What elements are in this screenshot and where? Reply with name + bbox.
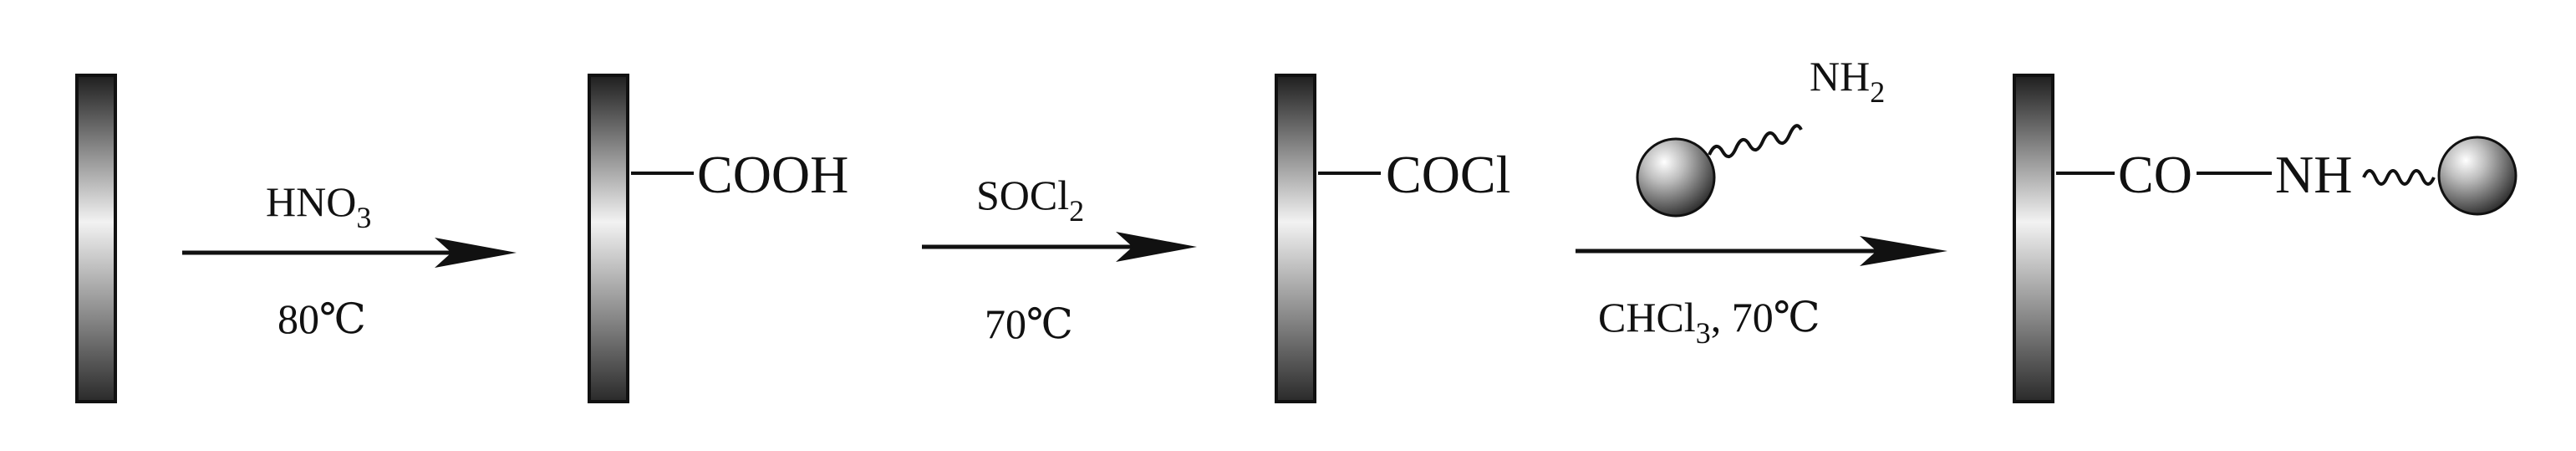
condition-label: 80℃ [277,295,366,342]
bead-icon [1636,137,1716,218]
wavy-linker-icon [2362,169,2436,186]
reagent-label: SOCl2 [976,172,1084,228]
substrate-plate-icon [75,74,117,403]
functional-group-label: NH [2275,145,2352,204]
reagent-label: HNO3 [266,178,371,234]
reagent-label: NH2 [1810,53,1885,109]
functional-group-label: CO [2118,145,2192,204]
reaction-arrow-icon [182,238,517,268]
substrate-plate-icon [588,74,629,403]
functional-group-label: COCl [1386,145,1510,204]
reaction-arrow-icon [922,232,1197,262]
reaction-arrow-icon [1576,236,1947,266]
condition-label: CHCl3, 70℃ [1598,294,1820,350]
condition-label: 70℃ [985,300,1073,347]
substrate-plate-icon [1275,74,1316,403]
functional-group-label: COOH [697,145,848,204]
wavy-linker-icon [1708,124,1803,158]
substrate-plate-icon [2013,74,2054,403]
bead-icon [2437,136,2517,216]
